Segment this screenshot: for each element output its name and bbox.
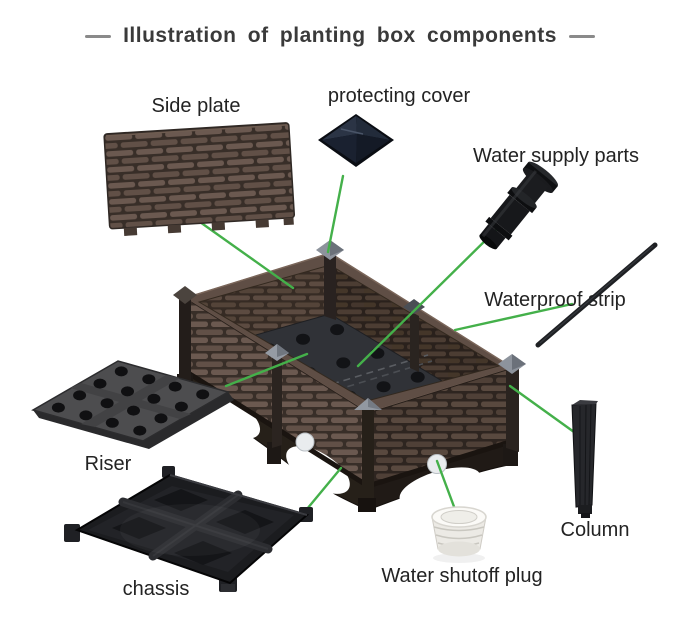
connector-chassis [305,466,343,511]
connector-protecting-cover [326,174,345,254]
connector-lines [198,174,576,514]
chassis-image [64,466,313,592]
connector-side-plate [198,220,295,290]
label-water-supply-parts: Water supply parts [473,145,639,167]
water-shutoff-plug-image [431,506,487,563]
side-plate-image [103,122,296,236]
connector-water-supply [356,226,500,368]
title-dash-right [568,34,595,38]
title-dash-left [85,34,112,38]
page-title: Illustration of planting box components [123,24,557,47]
planting-box-image [173,240,526,512]
label-chassis: chassis [122,578,190,600]
connector-water-shutoff [435,459,458,514]
label-water-shutoff-plug: Water shutoff plug [381,565,543,587]
label-protecting-cover: protecting cover [327,85,471,107]
column-image [571,400,598,518]
label-side-plate: Side plate [151,95,241,117]
label-column: Column [560,519,630,541]
connector-riser [224,352,309,388]
title-row: Illustration of planting box components [0,24,680,48]
protecting-cover-image [318,114,394,167]
label-waterproof-strip: Waterproof strip [484,289,626,311]
riser-image [31,360,234,449]
connector-column [508,384,576,434]
label-riser: Riser [84,453,132,475]
water-supply-parts-image [479,161,559,250]
